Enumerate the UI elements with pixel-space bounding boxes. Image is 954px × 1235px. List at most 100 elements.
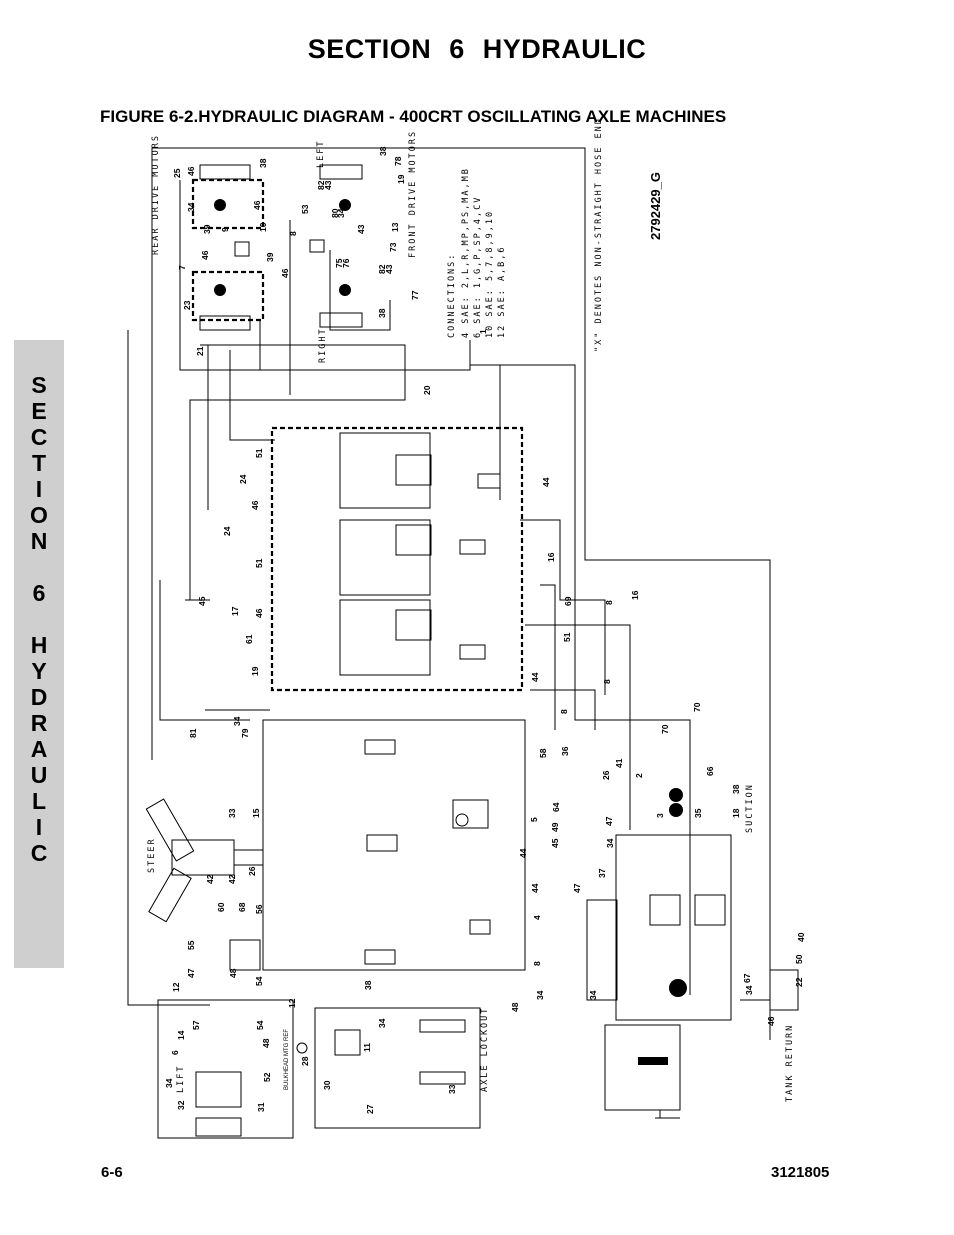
callout-number: 33	[227, 808, 237, 818]
callout-number: 39	[202, 224, 212, 234]
callout-number: 43	[323, 180, 333, 190]
callout-number: 7	[177, 265, 187, 270]
reservoir-drain	[655, 1110, 680, 1119]
callout-number: 9	[220, 227, 230, 232]
callout-number: 37	[597, 868, 607, 878]
callout-number: 1	[478, 329, 488, 334]
lift-frame	[157, 999, 294, 1139]
callout-number: 73	[388, 242, 398, 252]
lift-holding-valve	[229, 939, 261, 971]
callout-number: 70	[660, 724, 670, 734]
callout-number: 26	[601, 770, 611, 780]
lockout-cylinder-upper	[419, 1019, 466, 1033]
main-control-valve	[262, 719, 526, 971]
callout-number: 79	[240, 728, 250, 738]
callout-number: 25	[172, 168, 182, 178]
relief-valve-3	[395, 609, 432, 641]
callout-number: 8	[559, 709, 569, 714]
callout-number: 48	[261, 1038, 271, 1048]
callout-number: 46	[252, 200, 262, 210]
callout-number: 27	[365, 1104, 375, 1114]
callout-number: 66	[705, 766, 715, 776]
callout-number: 38	[378, 146, 388, 156]
front-wheel-upper	[319, 164, 363, 180]
callout-number: 17	[230, 606, 240, 616]
callout-number: 24	[222, 526, 232, 536]
callout-number: 46	[766, 1016, 776, 1026]
callout-number: 34	[186, 202, 196, 212]
callout-number: 49	[550, 822, 560, 832]
pump-relief-1	[649, 894, 681, 926]
flow-divider	[452, 799, 489, 829]
pump-upper-icon	[669, 788, 683, 802]
callout-number: 44	[530, 672, 540, 682]
side-tab-letter: O	[30, 502, 48, 528]
callout-number: 51	[562, 632, 572, 642]
rear-wheel-upper	[199, 164, 251, 180]
lift-cylinder-upper	[195, 1071, 242, 1108]
connections-line-1: 4 SAE: 2,L,R,MP,PS,MA,MB	[461, 167, 471, 338]
front-wheel-lower	[319, 312, 363, 328]
right-label: RIGHT	[318, 327, 328, 363]
steer-cylinder	[171, 839, 235, 876]
connections-title: CONNECTIONS:	[447, 252, 457, 338]
reservoir-element	[638, 1057, 668, 1065]
tank-return-lines	[740, 999, 771, 1040]
pump-lower-icon	[669, 803, 683, 817]
front-motor-upper-icon	[339, 199, 351, 211]
callout-number: 57	[191, 1020, 201, 1030]
side-tab-letter: 6	[32, 580, 46, 606]
drawing-number: 2792429_G	[648, 172, 663, 240]
side-tab-letter: S	[31, 372, 47, 398]
page-number: 6-6	[101, 1164, 123, 1181]
callout-number: 67	[742, 973, 752, 983]
callout-number: 34	[232, 716, 242, 726]
axle-lockout-label: AXLE LOCKOUT	[480, 1006, 490, 1092]
bulkhead-label: BULKHEAD MTG REF	[284, 1028, 290, 1090]
callout-number: 38	[377, 308, 387, 318]
rear-motor-box-upper	[191, 178, 265, 230]
hydraulic-reservoir	[604, 1024, 681, 1111]
rear-wheel-lower	[199, 315, 251, 331]
steer-label: STEER	[147, 837, 157, 873]
callout-number: 31	[256, 1102, 266, 1112]
callout-number: 58	[538, 748, 548, 758]
rear-motor-box-lower	[191, 270, 265, 322]
valve-section-2	[339, 519, 431, 596]
callout-number: 34	[588, 990, 598, 1000]
callout-number: 38	[363, 980, 373, 990]
callout-number: 30	[322, 1080, 332, 1090]
side-tab-letter: C	[30, 424, 48, 450]
callout-number: 43	[384, 264, 394, 274]
callout-number: 43	[356, 224, 366, 234]
suction-label: SUCTION	[745, 783, 755, 833]
callout-number: 8	[604, 600, 614, 605]
steer-solenoid	[366, 834, 398, 852]
callout-number: 44	[541, 477, 551, 487]
figure-title: FIGURE 6-2.HYDRAULIC DIAGRAM - 400CRT OS…	[100, 107, 727, 126]
hose-lines-left	[159, 580, 270, 721]
callout-number: 45	[550, 838, 560, 848]
connections-line-2: 6 SAE: 1,G,P,SP,4,CV	[473, 195, 483, 338]
callout-number: 34	[164, 1078, 174, 1088]
callout-number: 23	[182, 300, 192, 310]
callout-number: 5	[529, 817, 539, 822]
callout-number: 68	[237, 902, 247, 912]
callout-number: 55	[186, 940, 196, 950]
callout-number: 46	[280, 268, 290, 278]
callout-number: 12	[171, 982, 181, 992]
left-label: LEFT	[316, 139, 326, 168]
gauge-icon	[455, 813, 469, 827]
callout-number: 21	[195, 346, 205, 356]
pump-assembly	[615, 834, 732, 1021]
hose-line-1	[469, 340, 691, 995]
callout-number: 32	[176, 1100, 186, 1110]
callout-number: 51	[254, 448, 264, 458]
solenoid-valve-ma	[459, 539, 486, 555]
callout-number: 4	[532, 915, 542, 920]
rear-motor-lower-icon	[214, 284, 226, 296]
callout-number: 42	[205, 874, 215, 884]
pump-relief-2	[694, 894, 726, 926]
